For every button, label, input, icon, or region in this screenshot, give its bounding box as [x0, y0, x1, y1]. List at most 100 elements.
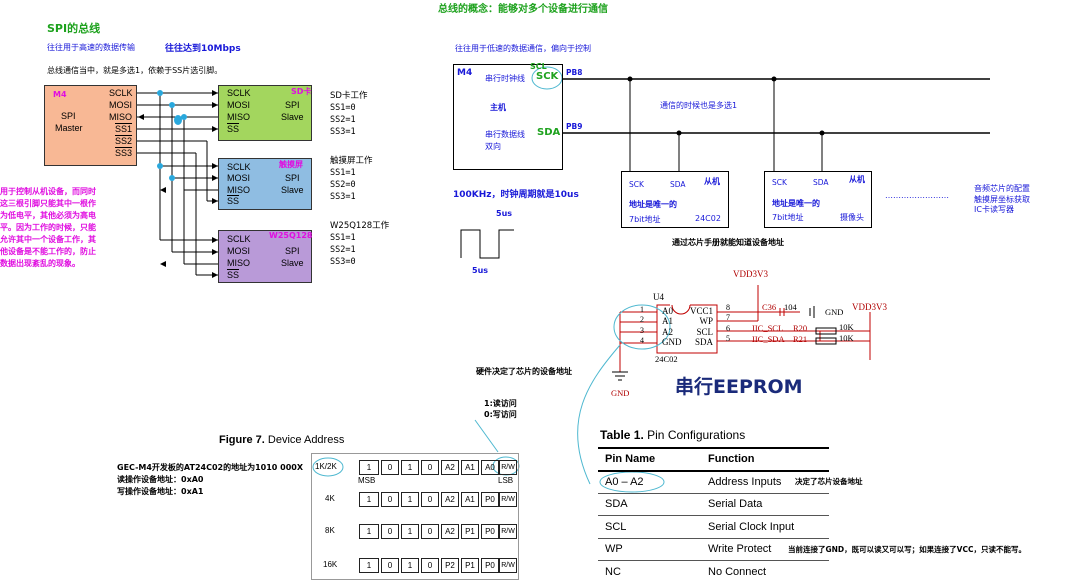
bit: 0 — [381, 460, 399, 475]
slave-pin: MISO — [227, 258, 251, 268]
slave-pin: MOSI — [227, 173, 251, 183]
address-row: 8K 1 0 1 0 A2 P1 P0 R/W — [315, 524, 517, 539]
bit: 1 — [401, 492, 419, 507]
bit: R/W — [499, 558, 517, 573]
pin-function: Write Protect — [701, 537, 829, 561]
slave-status-touch: 触摸屏工作 SS1=1 SS2=0 SS3=1 — [330, 156, 373, 202]
bit: P0 — [481, 558, 499, 573]
bit: 1 — [359, 460, 379, 475]
bit: A2 — [441, 492, 459, 507]
bit: A1 — [461, 492, 479, 507]
spi-master-name: SPI — [61, 111, 76, 121]
net-iic-sda: IIC_SDA — [752, 334, 785, 344]
more-devices: 音频芯片的配置 触摸屏坐标获取 IC卡读写器 — [974, 184, 1030, 214]
chip-part: 24C02 — [655, 354, 678, 364]
bit: 1 — [401, 460, 419, 475]
resistor-value-b: 10K — [839, 333, 854, 343]
slave-tag: 触摸屏 — [279, 160, 303, 169]
spi-master-tag: M4 — [53, 90, 67, 99]
slave-addr: 地址是唯一的 — [629, 200, 677, 209]
slave-addr: 地址是唯一的 — [772, 199, 820, 208]
table-row: WP Write Protect — [598, 537, 829, 561]
slave-role: Slave — [281, 112, 304, 122]
spi-master-pin: SS3 — [115, 148, 133, 158]
address-row: 4K 1 0 1 0 A2 A1 P0 R/W — [315, 492, 517, 507]
bit: 1 — [359, 524, 379, 539]
bus-note: 通信的时候也是多选1 — [660, 101, 738, 110]
pin-function: Address Inputs — [701, 470, 829, 493]
pin-name: NC — [598, 560, 701, 583]
clock-note: 100KHz，时钟周期就是10us — [453, 190, 579, 200]
bit: 0 — [421, 492, 439, 507]
spi-master-pin: MOSI — [109, 100, 133, 110]
slave-name: SPI — [285, 246, 300, 256]
pin-name: SCL — [598, 515, 701, 538]
slave-sda: SDA — [670, 180, 686, 189]
pin-function: Serial Clock Input — [701, 515, 829, 538]
slave-pin: SS — [227, 124, 240, 134]
pin-function: Serial Data — [701, 492, 829, 516]
pin-function: No Connect — [701, 560, 829, 583]
bit: 1 — [359, 558, 379, 573]
i2c-sck-pin: SCK — [536, 71, 559, 82]
slave-role: Slave — [281, 258, 304, 268]
row-size: 16K — [323, 560, 338, 569]
table-row: NC No Connect — [598, 560, 829, 583]
i2c-sda-text: 串行数据线 — [485, 130, 525, 139]
cap-gnd: GND — [825, 307, 844, 317]
row-size: 1K/2K — [315, 462, 337, 471]
cap-ref: C36 — [762, 302, 777, 312]
slave-status-flash: W25Q128工作 SS1=1 SS2=1 SS3=0 — [330, 221, 390, 267]
table-header: Function — [701, 447, 829, 472]
slave-pin: SS — [227, 196, 240, 206]
i2c-scl-label: SCL — [530, 62, 547, 71]
manual-note: 通过芯片手册就能知道设备地址 — [672, 238, 784, 247]
table-row: A0 – A2 Address Inputs — [598, 470, 829, 493]
bit: A0 — [481, 460, 499, 475]
slave-bits: 7bit地址 — [629, 215, 661, 224]
i2c-master-box: M4 SCL 串行时钟线 SCK 主机 串行数据线 双向 SDA — [453, 62, 563, 170]
resistor-value-a: 10K — [839, 322, 854, 332]
net-iic-scl: IIC_SCL — [752, 323, 784, 333]
cap-value: 104 — [784, 302, 797, 312]
pb8-label: PB8 — [566, 68, 583, 77]
slave-pin: SCLK — [227, 234, 251, 244]
slave-tag: SD卡 — [291, 87, 312, 96]
spi-subtitle: 往往用于高速的数据传输 — [47, 43, 135, 52]
i2c-slave-camera: SCK SDA 从机 地址是唯一的 7bit地址 摄像头 — [764, 171, 872, 228]
bit: P0 — [481, 524, 499, 539]
slave-pin: MOSI — [227, 100, 251, 110]
i2c-sda-text2: 双向 — [485, 142, 501, 151]
gnd-label: GND — [611, 388, 630, 398]
spi-slave-touch: 触摸屏 SCLK MOSI MISO SS SPI Slave — [218, 158, 312, 210]
slave-tag: 从机 — [704, 177, 720, 186]
slave-name: 摄像头 — [840, 213, 864, 222]
vdd-label-b: VDD3V3 — [852, 302, 887, 312]
msb-label: MSB — [358, 476, 376, 485]
lsb-label: LSB — [498, 476, 514, 485]
pin-note-wp: 当前连接了GND，既可以读又可以写；如果连接了VCC，只读不能写。 — [788, 545, 1026, 554]
i2c-subtitle: 往往用于低速的数据通信，偏向于控制 — [455, 44, 591, 53]
i2c-sda-pin: SDA — [537, 127, 561, 138]
bit: 1 — [401, 558, 419, 573]
row-size: 8K — [325, 526, 335, 535]
eeprom-title: 串行EEPROM — [675, 376, 803, 398]
bit: 1 — [401, 524, 419, 539]
slave-status-sd: SD卡工作 SS1=0 SS2=1 SS3=1 — [330, 91, 368, 137]
slave-pin: SCLK — [227, 88, 251, 98]
bit: 0 — [381, 524, 399, 539]
spi-title: SPI的总线 — [47, 22, 101, 35]
bit: A1 — [461, 460, 479, 475]
pin-config-table: Pin Name Function A0 – A2 Address Inputs… — [598, 447, 829, 583]
bit: 0 — [421, 558, 439, 573]
bit: R/W — [499, 524, 517, 539]
spi-master-pin: SS1 — [115, 124, 133, 134]
spi-description: 总线通信当中，就是多选1，依赖于SS片选引脚。 — [47, 66, 223, 75]
slave-pin: MISO — [227, 112, 251, 122]
bit: 0 — [381, 558, 399, 573]
pin-name: WP — [598, 537, 701, 561]
bit: A2 — [441, 524, 459, 539]
bit: P2 — [441, 558, 459, 573]
